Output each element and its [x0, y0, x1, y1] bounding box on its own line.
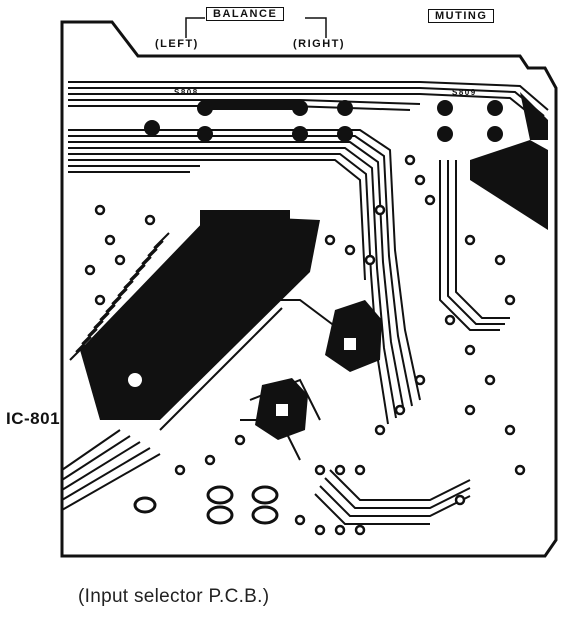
ic-801-pins	[69, 232, 283, 431]
muting-label: MUTING	[428, 9, 495, 23]
ground-plane-right	[470, 140, 548, 230]
board-outline	[60, 20, 558, 558]
balance-right-label: (RIGHT)	[293, 38, 346, 50]
switch-s808-label: S808	[174, 88, 199, 97]
ic-801-die	[200, 210, 290, 235]
balance-bracket	[185, 17, 327, 38]
regulator-1	[325, 300, 382, 372]
capacitors	[133, 485, 279, 525]
ic-801-mounting-hole	[128, 373, 142, 387]
component-pads	[84, 154, 526, 536]
switch-pads	[144, 100, 503, 142]
balance-label: BALANCE	[206, 7, 285, 21]
regulator-2-pad	[276, 404, 288, 416]
ic-801-label: IC-801	[6, 409, 61, 428]
trace-bundle-bottom	[61, 160, 510, 525]
balance-left-label: (LEFT)	[155, 38, 199, 50]
regulator-1-pad	[344, 338, 356, 350]
switch-s809-label: S809	[452, 88, 477, 97]
ground-trace-right	[520, 92, 548, 140]
ic-801-package	[80, 215, 320, 420]
diagram-caption: (Input selector P.C.B.)	[78, 586, 270, 607]
